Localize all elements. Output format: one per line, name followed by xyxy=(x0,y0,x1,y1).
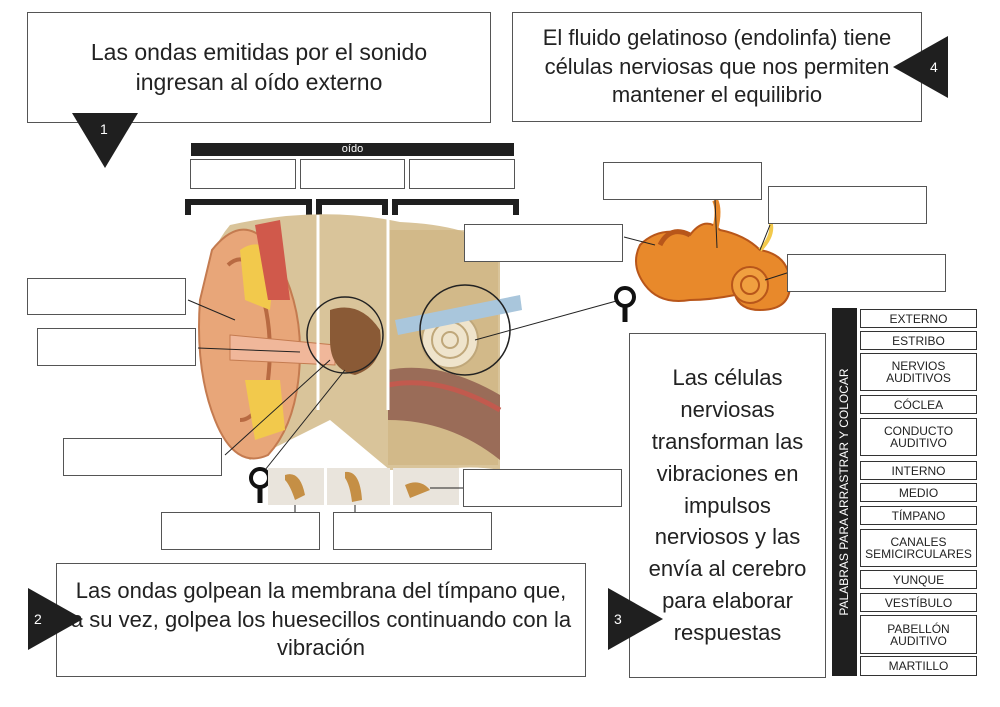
word-tile[interactable]: CONDUCTO AUDITIVO xyxy=(860,418,977,456)
drop-right-ossicle[interactable] xyxy=(463,469,622,507)
word-tile[interactable]: YUNQUE xyxy=(860,570,977,589)
drop-bottom-1[interactable] xyxy=(161,512,320,550)
bracket-middle xyxy=(316,199,388,215)
step-3-box: Las células nerviosas transforman las vi… xyxy=(629,333,826,678)
drop-outer-ear[interactable] xyxy=(190,159,296,189)
step-1-box: Las ondas emitidas por el sonido ingresa… xyxy=(27,12,491,123)
drop-inner-3[interactable] xyxy=(768,186,927,224)
drop-inner-2[interactable] xyxy=(603,162,762,200)
step-4-arrow xyxy=(893,36,948,98)
drop-left-1[interactable] xyxy=(27,278,186,315)
ear-header-label: oído xyxy=(341,143,364,155)
drop-inner-ear[interactable] xyxy=(409,159,515,189)
step-1-text: Las ondas emitidas por el sonido ingresa… xyxy=(90,38,428,95)
step-4-box: El fluido gelatinoso (endolinfa) tiene c… xyxy=(512,12,922,122)
step-3-arrow xyxy=(608,588,663,650)
word-tile[interactable]: MARTILLO xyxy=(860,656,977,676)
step-2-box: Las ondas golpean la membrana del tímpan… xyxy=(56,563,586,677)
drop-middle-ear[interactable] xyxy=(300,159,405,189)
word-tile[interactable]: NERVIOS AUDITIVOS xyxy=(860,353,977,391)
step-1-number: 1 xyxy=(100,121,108,137)
word-tile[interactable]: CANALES SEMICIRCULARES xyxy=(860,529,977,567)
word-bank-title-bar: PALABRAS PARA ARRASTRAR Y COLOCAR xyxy=(832,308,857,676)
step-4-text: El fluido gelatinoso (endolinfa) tiene c… xyxy=(542,25,892,108)
word-bank-title: PALABRAS PARA ARRASTRAR Y COLOCAR xyxy=(837,368,851,616)
drop-left-2[interactable] xyxy=(37,328,196,366)
word-tile[interactable]: ESTRIBO xyxy=(860,331,977,350)
word-tile[interactable]: MEDIO xyxy=(860,483,977,502)
drop-inner-4[interactable] xyxy=(787,254,946,292)
word-tile[interactable]: TÍMPANO xyxy=(860,506,977,525)
step-2-number: 2 xyxy=(34,611,42,627)
word-tile[interactable]: INTERNO xyxy=(860,461,977,480)
word-tile[interactable]: CÓCLEA xyxy=(860,395,977,414)
step-2-text: Las ondas golpean la membrana del tímpan… xyxy=(70,578,572,661)
ear-header-bar: oído xyxy=(191,143,514,156)
bracket-outer xyxy=(185,199,312,215)
word-tile[interactable]: PABELLÓN AUDITIVO xyxy=(860,615,977,654)
step-2-arrow xyxy=(28,588,83,650)
step-4-number: 4 xyxy=(930,59,938,75)
step-3-text: Las células nerviosas transforman las vi… xyxy=(648,364,807,646)
bracket-inner xyxy=(392,199,519,215)
drop-inner-1[interactable] xyxy=(464,224,623,262)
step-3-number: 3 xyxy=(614,611,622,627)
step-1-arrow xyxy=(72,113,138,168)
drop-left-3[interactable] xyxy=(63,438,222,476)
drop-bottom-2[interactable] xyxy=(333,512,492,550)
word-tile[interactable]: VESTÍBULO xyxy=(860,593,977,612)
word-tile[interactable]: EXTERNO xyxy=(860,309,977,328)
